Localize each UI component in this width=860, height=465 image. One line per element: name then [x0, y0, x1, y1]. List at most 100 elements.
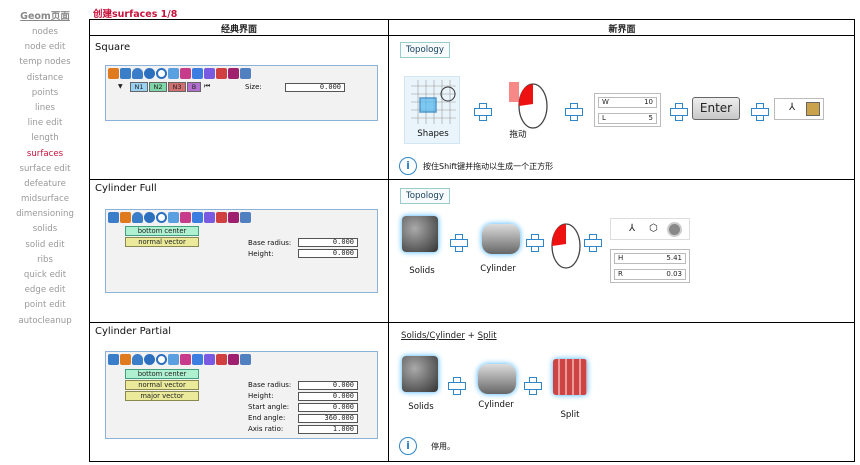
node-chip-n1[interactable]: N1 [130, 82, 148, 92]
sidebar-item-ribs[interactable]: ribs [37, 254, 53, 265]
sidebar-item-quick-edit[interactable]: quick edit [23, 270, 67, 280]
sidebar-item-edge-edit[interactable]: edge edit [24, 285, 66, 296]
tripod-icon[interactable]: ⅄ [789, 102, 796, 113]
cylinder-icon[interactable] [478, 364, 516, 394]
sidebar-item-points[interactable]: points [31, 87, 59, 98]
info-icon: i [399, 157, 417, 175]
sphere-tool-icon[interactable] [144, 212, 155, 223]
mesh-tool-icon[interactable] [228, 212, 239, 223]
node-chip-n2[interactable]: N2 [149, 82, 167, 92]
ruled-tool-icon[interactable] [168, 212, 179, 223]
node-chip-b[interactable]: B [187, 82, 201, 92]
column-divider [388, 20, 389, 461]
sidebar-header[interactable]: Geom页面 [20, 11, 70, 22]
spin-tool-icon[interactable] [204, 68, 215, 79]
sidebar-item-node-edit[interactable]: node edit [24, 42, 66, 53]
skin-tool-icon[interactable] [216, 68, 227, 79]
node-chip-n3[interactable]: N3 [168, 82, 186, 92]
topology-tab[interactable]: Topology [400, 42, 450, 58]
axis-ratio-field[interactable]: 1.000 [298, 425, 358, 434]
drag-tool-icon[interactable] [192, 68, 203, 79]
bottom-center-selector[interactable]: bottom center [125, 226, 199, 236]
enter-key-button[interactable]: Enter [692, 97, 740, 120]
cone-tool-icon[interactable] [132, 68, 143, 79]
bottom-center-selector[interactable]: bottom center [125, 369, 199, 379]
spline-tool-icon[interactable] [180, 68, 191, 79]
sidebar-item-distance[interactable]: distance [26, 72, 64, 83]
sidebar-item-dimensioning[interactable]: dimensioning [16, 209, 74, 220]
sidebar-item-point-edit[interactable]: point edit [24, 300, 66, 311]
normal-vector-selector[interactable]: normal vector [125, 380, 199, 390]
base-radius-field[interactable]: 0.000 [298, 381, 358, 390]
drag-tool-icon[interactable] [192, 354, 203, 365]
sidebar-item-nodes[interactable]: nodes [32, 27, 58, 37]
skin-tool-icon[interactable] [216, 212, 227, 223]
sidebar-item-lines[interactable]: lines [35, 102, 55, 113]
cylinder-tool-icon[interactable] [120, 68, 131, 79]
base-radius-field[interactable]: 0.000 [298, 238, 358, 247]
sidebar-item-line-edit[interactable]: line edit [27, 118, 63, 129]
cylinder-tool-icon[interactable] [120, 354, 131, 365]
cone-tool-icon[interactable] [132, 212, 143, 223]
axis-ratio-label: Axis ratio: [248, 425, 284, 433]
skin-tool-icon[interactable] [216, 354, 227, 365]
height-field[interactable]: 0.000 [298, 392, 358, 401]
tripod-icon[interactable]: ⅄ [629, 223, 636, 234]
mesh-tool-icon[interactable] [228, 68, 239, 79]
torus-tool-icon[interactable] [156, 354, 167, 365]
fillet-tool-icon[interactable] [240, 68, 251, 79]
topology-tab[interactable]: Topology [400, 188, 450, 204]
skip-back-icon[interactable]: ⏮ [204, 82, 211, 90]
ruled-tool-icon[interactable] [168, 354, 179, 365]
torus-tool-icon[interactable] [156, 68, 167, 79]
chevron-down-icon[interactable]: ▼ [118, 83, 123, 90]
sphere-tool-icon[interactable] [144, 354, 155, 365]
base-radius-label: Base radius: [248, 381, 292, 389]
size-field[interactable]: 0.000 [285, 83, 345, 92]
sidebar-item-surfaces[interactable]: surfaces [26, 148, 64, 159]
square-tool-icon[interactable] [108, 354, 119, 365]
solids-icon[interactable] [402, 356, 438, 392]
solids-cylinder-link[interactable]: Solids/Cylinder [401, 331, 465, 341]
height-field[interactable]: 0.000 [298, 249, 358, 258]
sidebar-item-defeature[interactable]: defeature [24, 178, 66, 189]
spin-tool-icon[interactable] [204, 212, 215, 223]
sidebar-item-temp-nodes[interactable]: temp nodes [19, 57, 71, 68]
start-angle-field[interactable]: 0.000 [298, 403, 358, 412]
shapes-tile[interactable]: Shapes [404, 76, 460, 144]
fillet-tool-icon[interactable] [240, 354, 251, 365]
ruled-tool-icon[interactable] [168, 68, 179, 79]
sidebar-item-surface-edit[interactable]: surface edit [19, 163, 71, 174]
sidebar-item-midsurface[interactable]: midsurface [21, 194, 69, 205]
sidebar-item-solids[interactable]: solids [32, 224, 58, 235]
split-icon[interactable] [553, 359, 587, 395]
end-angle-field[interactable]: 360.000 [298, 414, 358, 423]
square-tool-icon[interactable] [108, 68, 119, 79]
sidebar-item-solid-edit[interactable]: solid edit [25, 239, 65, 250]
fillet-tool-icon[interactable] [240, 212, 251, 223]
square-tool-icon[interactable] [108, 212, 119, 223]
torus-tool-icon[interactable] [156, 212, 167, 223]
cone-tool-icon[interactable] [132, 354, 143, 365]
cylinder-icon[interactable] [482, 224, 520, 254]
normal-vector-selector[interactable]: normal vector [125, 237, 199, 247]
spin-tool-icon[interactable] [204, 354, 215, 365]
sphere-tool-icon[interactable] [144, 68, 155, 79]
mesh-tool-icon[interactable] [228, 354, 239, 365]
solids-icon[interactable] [402, 216, 438, 252]
cube-icon[interactable]: ⬡ [649, 223, 658, 234]
sidebar-item-length[interactable]: length [31, 133, 59, 144]
major-vector-selector[interactable]: major vector [125, 391, 199, 401]
spline-tool-icon[interactable] [180, 354, 191, 365]
solid-mode-icon[interactable] [667, 222, 682, 237]
spline-tool-icon[interactable] [180, 212, 191, 223]
split-link[interactable]: Split [477, 331, 497, 341]
sidebar-item-autocleanup[interactable]: autocleanup [18, 315, 72, 326]
surface-mode-icon[interactable] [806, 102, 820, 116]
cylinder-tool-icon[interactable] [120, 212, 131, 223]
drag-tool-icon[interactable] [192, 212, 203, 223]
